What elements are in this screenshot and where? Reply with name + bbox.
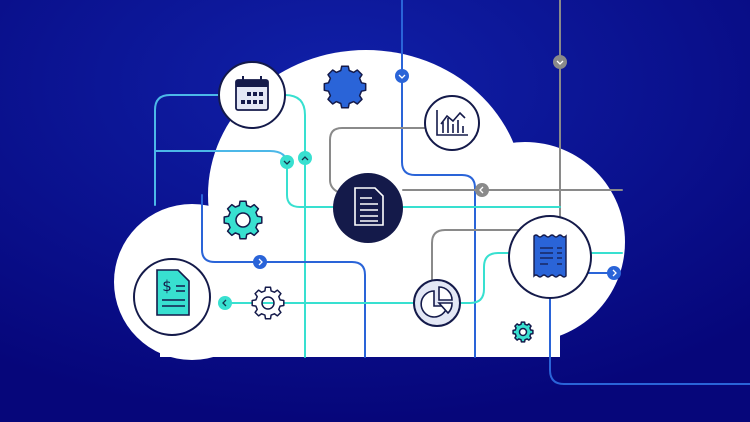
- calendar-icon: [235, 76, 269, 111]
- pie-chart-icon: [420, 286, 453, 318]
- line-light-blue: [154, 94, 221, 206]
- line-teal-vertical: [284, 94, 306, 358]
- badge-chevron-up[interactable]: [298, 151, 312, 165]
- line-blue-top: [401, 0, 476, 358]
- bar-chart-icon: [436, 110, 468, 136]
- receipt-node: [508, 215, 592, 299]
- badge-chevron-left[interactable]: [218, 296, 232, 310]
- badge-chevron-down[interactable]: [553, 55, 567, 69]
- bar-chart-node: [424, 95, 480, 151]
- svg-text:$: $: [162, 277, 172, 295]
- gear-icon: [323, 65, 367, 109]
- line-teal-doc: [286, 164, 336, 208]
- badge-chevron-down[interactable]: [280, 155, 294, 169]
- pie-chart-node: [413, 279, 461, 327]
- line-gray-chart: [329, 127, 426, 193]
- line-blue-bottom: [549, 296, 750, 385]
- receipt-icon: [533, 234, 567, 278]
- invoice-node: $: [133, 258, 211, 336]
- badge-chevron-left[interactable]: [475, 183, 489, 197]
- invoice-dollar-icon: $: [156, 269, 190, 316]
- line-gray-pie: [431, 229, 521, 281]
- line-teal-pie-receipt: [454, 252, 513, 304]
- badge-chevron-down[interactable]: [395, 69, 409, 83]
- document-icon: [354, 187, 384, 226]
- gear-icon: [512, 321, 534, 343]
- badge-chevron-right[interactable]: [253, 255, 267, 269]
- gear-icon: [251, 286, 285, 320]
- gear-icon: [223, 200, 263, 240]
- document-node: [333, 173, 403, 243]
- line-blue-left: [201, 194, 366, 358]
- connector-badges: [218, 55, 621, 310]
- gears: [223, 65, 534, 343]
- badge-chevron-right[interactable]: [607, 266, 621, 280]
- calendar-node: [218, 61, 286, 129]
